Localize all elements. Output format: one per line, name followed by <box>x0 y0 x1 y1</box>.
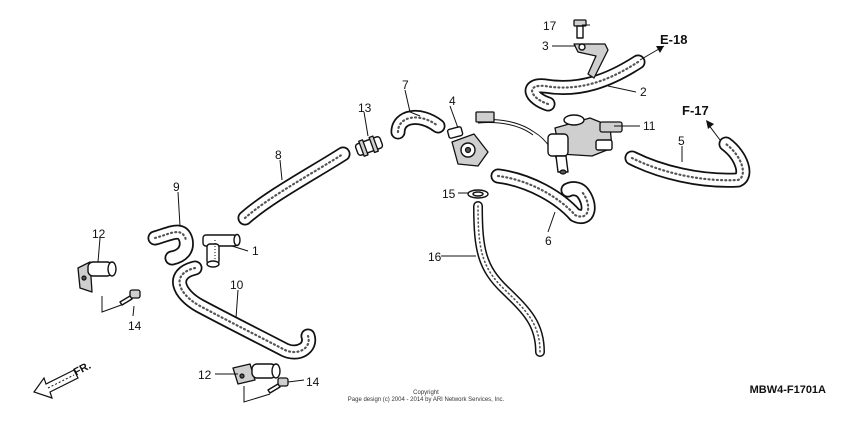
hose-5[interactable] <box>624 136 751 188</box>
copyright-line-1: Copyright <box>413 390 439 396</box>
label-13: 13 <box>358 101 372 115</box>
valve-4[interactable] <box>446 111 561 169</box>
air-valve-11[interactable] <box>547 114 623 175</box>
arrow-f-17 <box>706 120 721 141</box>
t-joint-1[interactable] <box>202 233 241 268</box>
ref-e-18[interactable]: E-18 <box>660 32 687 47</box>
joint-13[interactable] <box>354 135 384 157</box>
hose-16[interactable] <box>473 201 545 357</box>
label-12-lower: 12 <box>198 368 212 382</box>
clip-15[interactable] <box>467 189 489 199</box>
ref-f-17[interactable]: F-17 <box>682 103 709 118</box>
arrow-e-18 <box>639 45 665 61</box>
label-7: 7 <box>402 78 409 92</box>
bolt-17[interactable] <box>573 19 587 39</box>
hose-6[interactable] <box>490 168 596 224</box>
label-1: 1 <box>252 244 259 258</box>
label-2: 2 <box>640 85 647 99</box>
screw-14-upper[interactable] <box>119 289 141 306</box>
hose-10[interactable] <box>172 260 317 360</box>
label-14-upper: 14 <box>128 319 142 333</box>
label-6: 6 <box>545 234 552 248</box>
label-8: 8 <box>275 148 282 162</box>
label-4: 4 <box>449 94 456 108</box>
label-10: 10 <box>230 278 244 292</box>
front-label: FR. <box>72 360 93 379</box>
hose-7[interactable] <box>390 110 446 140</box>
label-17: 17 <box>543 19 557 33</box>
hose-2[interactable] <box>524 54 646 112</box>
label-5: 5 <box>678 134 685 148</box>
label-11: 11 <box>643 119 656 133</box>
leader-lines <box>97 24 683 403</box>
part-labels: 1 2 3 4 5 6 7 8 9 10 11 12 13 14 15 16 1… <box>92 19 685 389</box>
label-9: 9 <box>173 180 180 194</box>
hose-8[interactable] <box>237 146 351 226</box>
clamp-12-lower[interactable] <box>232 363 281 385</box>
hose-9[interactable] <box>147 224 194 266</box>
label-3: 3 <box>542 39 549 53</box>
label-12-upper: 12 <box>92 227 106 241</box>
label-15: 15 <box>442 187 456 201</box>
screw-14-lower[interactable] <box>267 377 289 394</box>
label-14-lower: 14 <box>306 375 320 389</box>
copyright-line-2: Page design (c) 2004 - 2014 by ARI Netwo… <box>348 397 505 403</box>
front-arrow: FR. <box>33 360 93 399</box>
bracket-3[interactable] <box>573 43 609 79</box>
label-16: 16 <box>428 250 442 264</box>
clamp-12-upper[interactable] <box>77 261 117 293</box>
figure-code: MBW4-F1701A <box>750 384 826 396</box>
